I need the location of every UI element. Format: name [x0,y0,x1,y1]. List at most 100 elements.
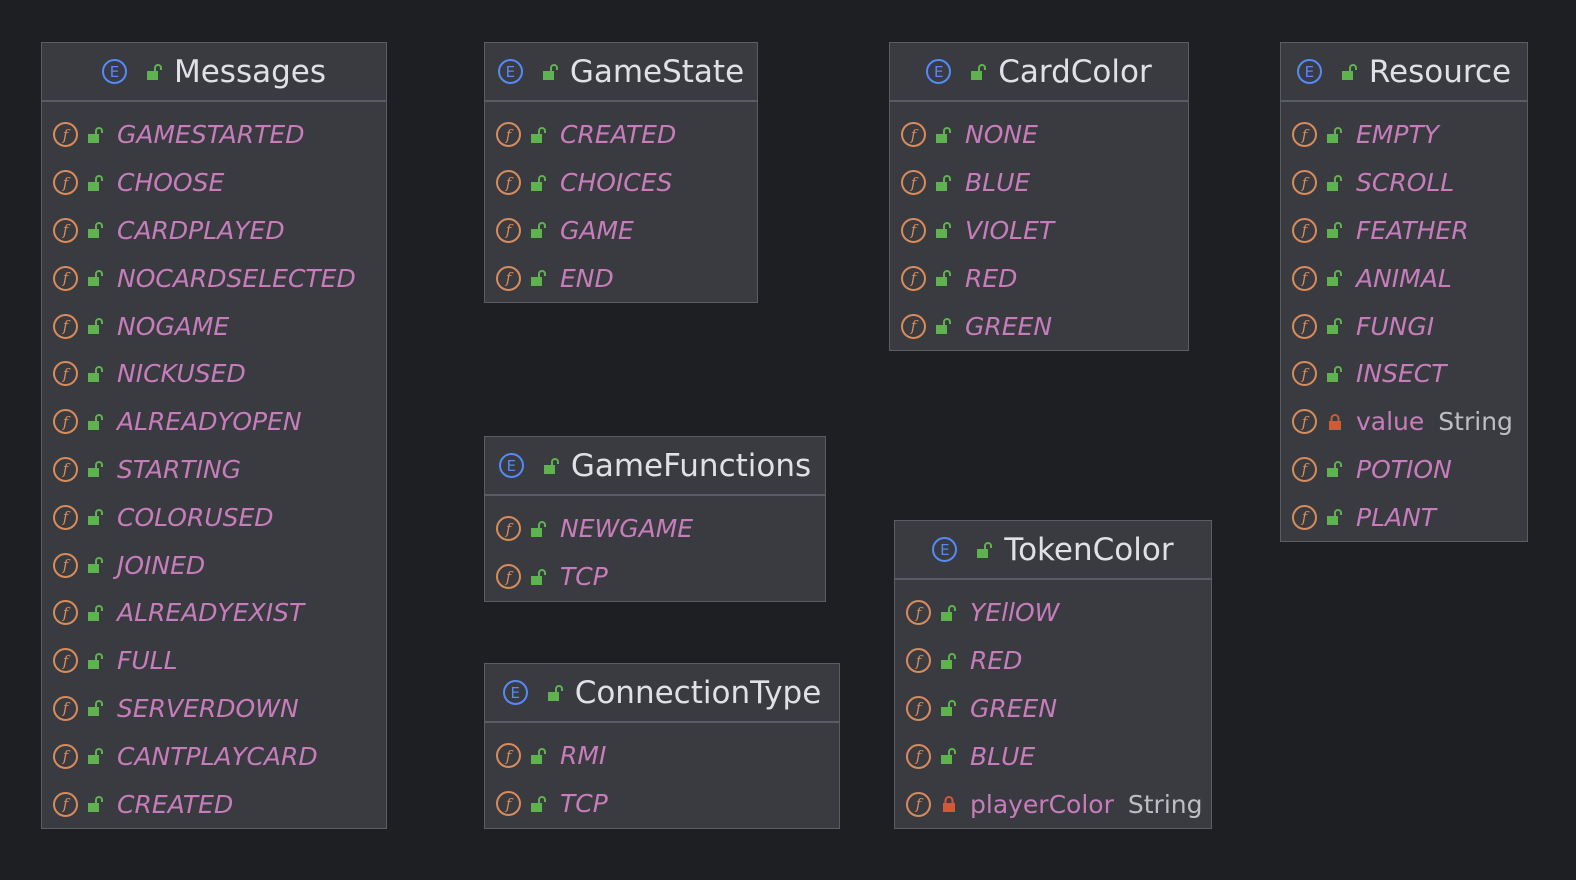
field-name: TCP [560,562,608,592]
field-icon: f [53,170,78,196]
field-name: NONE [965,120,1038,150]
public-open-lock-icon [531,126,546,143]
field-icon: f [496,743,521,769]
enum-title: Resource [1368,53,1512,90]
public-open-lock-icon [88,509,103,526]
field-row[interactable]: f BLUE [895,732,1211,780]
public-open-lock-icon [936,270,951,287]
field-icon: f [1292,265,1317,291]
field-name: JOINED [117,550,206,580]
field-name: CHOICES [560,168,673,198]
field-name: POTION [1356,454,1452,484]
field-name: CREATED [117,789,234,819]
field-icon: f [1292,504,1317,530]
field-icon: f [1292,217,1317,243]
field-icon: f [901,217,926,243]
field-icon: f [1292,361,1317,387]
field-name: ALREADYEXIST [117,598,305,628]
enum-title: CardColor [998,53,1152,90]
field-name: CHOOSE [117,168,225,198]
field-name: INSECT [1356,359,1447,389]
public-open-lock-icon [1341,63,1357,80]
field-name: NOCARDSELECTED [117,263,356,293]
field-icon: f [901,313,926,339]
field-name: GAMESTARTED [117,120,305,150]
field-icon: f [906,743,931,769]
enum-icon: E [502,680,528,705]
field-name: BLUE [970,741,1036,771]
field-row[interactable]: f CHOOSE [42,159,386,207]
public-open-lock-icon [1327,174,1342,191]
enum-title: GameFunctions [570,447,812,484]
field-icon: f [496,122,521,148]
public-open-lock-icon [88,700,103,717]
public-open-lock-icon [531,520,546,537]
public-open-lock-icon [88,604,103,621]
field-icon: f [53,122,78,148]
field-name: ALREADYOPEN [117,407,302,437]
field-row[interactable]: f GAMESTARTED [42,111,386,159]
field-row[interactable]: f INSECT [1281,350,1527,398]
public-open-lock-icon [88,365,103,382]
field-name: RED [970,646,1023,676]
field-name: EMPTY [1356,120,1439,150]
public-open-lock-icon [1327,270,1342,287]
enum-icon: E [497,59,523,84]
field-row[interactable]: f TCP [485,553,825,601]
public-open-lock-icon [88,796,103,813]
field-icon: f [496,265,521,291]
field-type: String [1127,789,1203,819]
public-open-lock-icon [1327,318,1342,335]
field-icon: f [496,564,521,590]
field-name: CANTPLAYCARD [117,741,318,771]
